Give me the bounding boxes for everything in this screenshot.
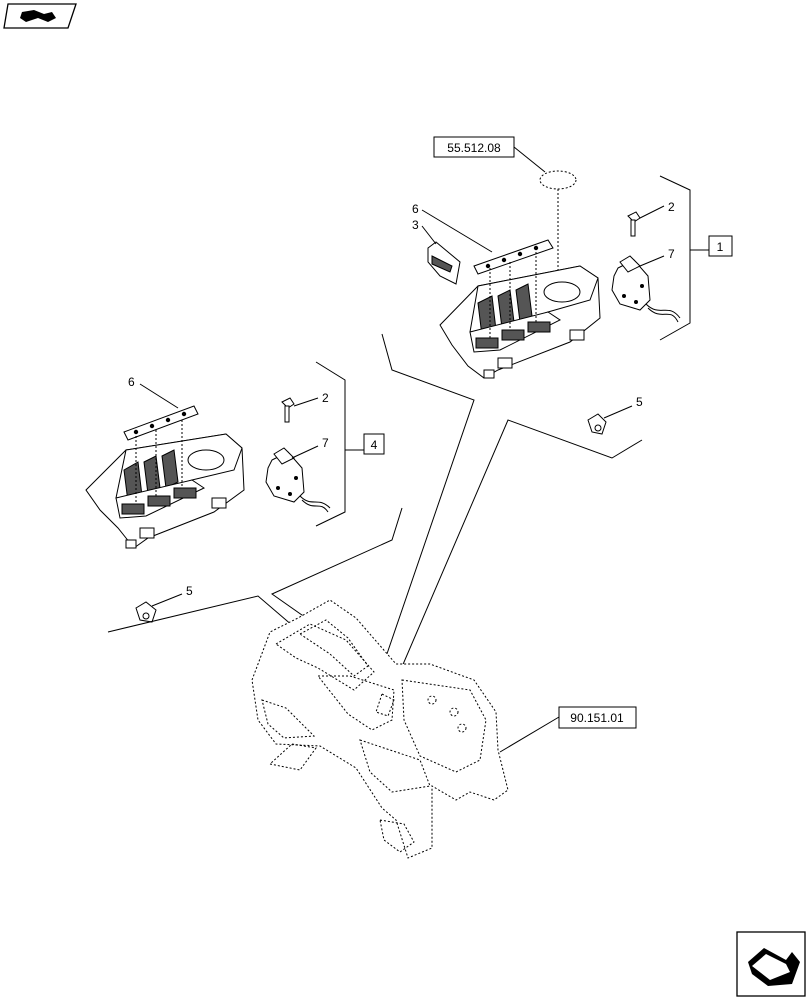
callout-2-upper: 2 bbox=[668, 200, 675, 214]
previous-page-icon[interactable] bbox=[3, 3, 77, 29]
reference-90-151-01-label: 90.151.01 bbox=[570, 711, 624, 725]
reference-55-512-08[interactable]: 55.512.08 bbox=[433, 136, 515, 158]
upper-control-panel bbox=[427, 170, 681, 435]
lower-callouts: 6 2 7 5 bbox=[128, 375, 329, 607]
reference-55-512-08-label: 55.512.08 bbox=[447, 141, 501, 155]
callout-5-lower: 5 bbox=[186, 584, 193, 598]
group-marker-4: 4 bbox=[363, 433, 385, 455]
group-marker-1-label: 1 bbox=[717, 240, 724, 254]
upper-callouts: 6 3 2 7 5 bbox=[412, 200, 675, 419]
next-page-icon[interactable] bbox=[736, 931, 806, 997]
lower-control-panel bbox=[85, 397, 331, 623]
reference-90-151-01[interactable]: 90.151.01 bbox=[558, 706, 637, 729]
console-housing bbox=[251, 599, 509, 859]
group-marker-4-label: 4 bbox=[371, 438, 378, 452]
callout-2-lower: 2 bbox=[322, 391, 329, 405]
callout-5-upper: 5 bbox=[636, 395, 643, 409]
callout-6-upper: 6 bbox=[412, 202, 419, 216]
callout-7-lower: 7 bbox=[322, 436, 329, 450]
group-marker-1: 1 bbox=[708, 235, 733, 257]
callout-7-upper: 7 bbox=[668, 247, 675, 261]
callout-3-upper: 3 bbox=[412, 218, 419, 232]
callout-6-lower: 6 bbox=[128, 375, 135, 389]
